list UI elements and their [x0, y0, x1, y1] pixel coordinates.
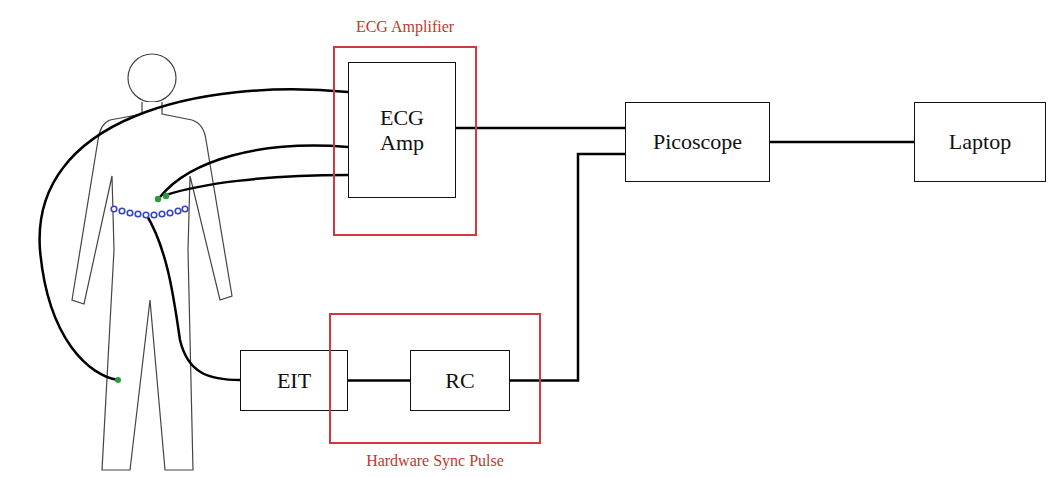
amplifier-group: ECG AmplifierECG Amp	[333, 46, 477, 236]
box-label: Laptop	[949, 129, 1011, 154]
sync-group: Hardware Sync PulseRC	[329, 313, 541, 444]
head-outline	[128, 54, 176, 102]
rc-box: RC	[410, 350, 510, 411]
signal-connector	[456, 127, 625, 130]
body-outline	[72, 102, 232, 470]
box-label: Picoscope	[653, 129, 742, 154]
lead-wire	[160, 146, 348, 197]
signal-connector	[770, 141, 914, 144]
group-title: ECG Amplifier	[356, 18, 454, 36]
signal-connector	[348, 379, 410, 382]
oscilloscope-box: Picoscope	[625, 102, 770, 182]
box-label: RC	[445, 368, 474, 393]
eit-electrode-belt	[111, 206, 188, 218]
lead-wire	[166, 175, 348, 195]
group-title: Hardware Sync Pulse	[366, 452, 504, 470]
signal-connector	[510, 154, 625, 381]
amplifier-box: ECG Amp	[348, 62, 456, 198]
ecg-electrode	[115, 193, 169, 383]
laptop-box: Laptop	[914, 102, 1046, 182]
box-label: EIT	[277, 368, 311, 393]
eit-box: EIT	[240, 350, 348, 411]
lead-wire	[40, 89, 348, 380]
eit-cable	[146, 214, 240, 380]
box-label: ECG Amp	[371, 105, 433, 156]
